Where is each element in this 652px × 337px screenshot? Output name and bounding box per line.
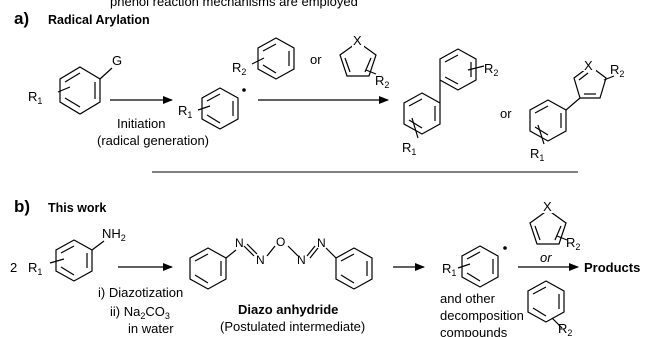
- step-na2co3: ii) Na2CO3: [110, 304, 170, 321]
- heteroarene-reagent-b-structure: [529, 209, 568, 245]
- r2-label-product-a1: R2: [484, 61, 498, 78]
- r2-label-arene-b: R2: [558, 321, 572, 337]
- heteroarene-reagent-structure: [339, 41, 377, 77]
- step-in-water: in water: [128, 321, 174, 336]
- r2-label-hetero-b: R2: [566, 235, 580, 252]
- arene-reagent-structure: [251, 37, 295, 80]
- r2-label-benzene-a: R2: [232, 60, 246, 77]
- r1-label-aniline: R1: [28, 260, 42, 277]
- step-diazotization: i) Diazotization: [98, 285, 183, 300]
- r1-label-product-a2: R1: [530, 146, 544, 163]
- r1-label-radical-a: R1: [178, 103, 192, 120]
- heterobiaryl-product-structure: [529, 65, 615, 145]
- r2-label-hetero-a: R2: [375, 73, 389, 90]
- heteroatom-x-b: X: [543, 199, 552, 214]
- header-fragment: phenol reaction mechanisms are employed: [110, 0, 358, 9]
- aryl-radical-structure: [197, 87, 246, 130]
- aryl-radical-b-structure: [457, 245, 507, 288]
- coefficient-2: 2: [10, 260, 17, 275]
- aryl-g-structure: [57, 66, 113, 115]
- section-b-letter: b): [14, 197, 30, 216]
- diazo-atom-o: O: [276, 235, 285, 249]
- radical-generation-label: (radical generation): [97, 133, 209, 148]
- r1-label-product-a1: R1: [402, 140, 416, 157]
- heteroatom-x-a1: X: [353, 33, 362, 48]
- r1-label-a: R1: [28, 89, 42, 106]
- diazo-postulated-note: (Postulated intermediate): [220, 319, 365, 334]
- substituent-g: G: [112, 53, 122, 68]
- arene-reagent-b-structure: [527, 280, 565, 329]
- diazo-atom-n3: N: [297, 253, 306, 267]
- diazo-anhydride-name: Diazo anhydride: [238, 302, 338, 317]
- biaryl-product-structure: [403, 48, 485, 139]
- diazo-anhydride-structure: [189, 243, 373, 290]
- products-label: Products: [584, 260, 640, 275]
- or-label-a1: or: [310, 52, 322, 67]
- or-label-a2: or: [500, 106, 512, 121]
- r2-label-product-a2: R2: [610, 62, 624, 79]
- decomp-line-3: compounds: [440, 325, 508, 337]
- diazo-atom-n4: N: [317, 236, 326, 250]
- diazo-atom-n1: N: [235, 236, 244, 250]
- section-a-letter: a): [14, 9, 29, 28]
- heteroatom-x-product-a: X: [584, 58, 593, 73]
- r1-label-radical-b: R1: [442, 261, 456, 278]
- section-a-title: Radical Arylation: [48, 13, 150, 27]
- aniline-structure: [49, 239, 105, 282]
- or-label-b: or: [540, 250, 552, 265]
- section-b-title: This work: [48, 201, 106, 215]
- initiation-label: Initiation: [117, 116, 165, 131]
- decomp-line-1: and other: [440, 291, 496, 306]
- diazo-atom-n2: N: [256, 253, 265, 267]
- nh2-label: NH2: [102, 226, 126, 243]
- decomp-line-2: decomposition: [440, 308, 524, 323]
